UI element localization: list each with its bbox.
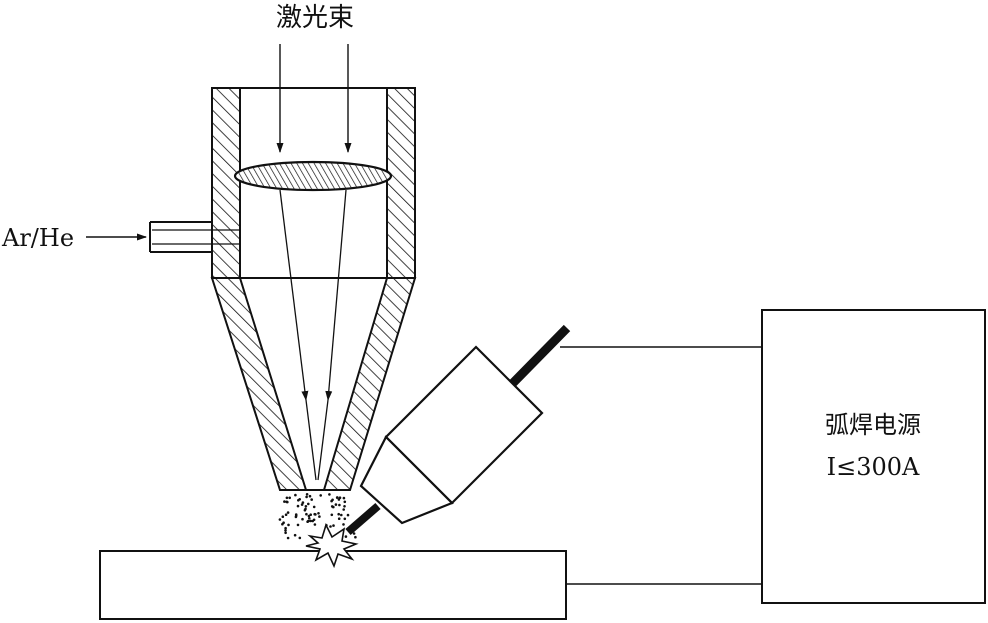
gas-dot xyxy=(344,535,348,538)
gas-dot xyxy=(284,531,287,535)
gas-dot xyxy=(306,520,309,523)
gas-dot xyxy=(309,513,313,516)
laser-nozzle-housing xyxy=(210,87,417,491)
laser-beam-arrows xyxy=(276,44,352,153)
weld-arc-spark xyxy=(305,522,359,569)
gas-dot xyxy=(287,523,290,527)
gas-dot xyxy=(286,511,290,514)
gas-dot xyxy=(342,508,346,511)
gas-dot xyxy=(281,515,285,518)
gas-dot xyxy=(329,525,332,528)
focused-laser-rays xyxy=(279,189,347,481)
gas-dot xyxy=(307,502,310,506)
gas-dot xyxy=(312,505,316,509)
arc-welding-power-supply: 弧焊电源 I≤300A xyxy=(761,309,986,604)
gas-dot xyxy=(334,503,338,506)
shielding-gas-cloud xyxy=(278,493,357,540)
gas-dot xyxy=(285,500,288,504)
gas-dot xyxy=(304,507,307,511)
gas-dot xyxy=(300,503,304,506)
gas-dot xyxy=(304,505,308,508)
gas-dot xyxy=(332,524,335,527)
gas-dot xyxy=(319,494,323,497)
gas-dot xyxy=(310,498,314,501)
power-cables xyxy=(560,346,762,585)
gas-dot xyxy=(286,536,290,540)
gas-dot xyxy=(296,523,300,527)
shielding-gas-label: Ar/He xyxy=(1,224,74,252)
gas-dot xyxy=(338,503,341,507)
gas-dot xyxy=(317,512,320,515)
gas-dot xyxy=(342,496,346,500)
gas-dot xyxy=(288,496,292,500)
power-supply-rating: I≤300A xyxy=(827,453,920,481)
gas-dot xyxy=(298,536,302,540)
gas-dot xyxy=(305,493,309,496)
gas-dot xyxy=(301,517,304,521)
gas-dot xyxy=(294,493,297,497)
gas-dot xyxy=(294,514,298,517)
gas-dot xyxy=(352,532,356,535)
gas-dot xyxy=(336,496,339,499)
gas-dot xyxy=(337,517,341,520)
gas-dot xyxy=(282,521,285,524)
gas-dot xyxy=(284,529,287,532)
gas-dot xyxy=(318,515,321,518)
gas-dot xyxy=(284,513,288,516)
gas-dot xyxy=(343,517,347,521)
gas-dot xyxy=(297,499,300,502)
gas-dot xyxy=(301,501,305,504)
gas-dot xyxy=(293,533,297,537)
gas-dot xyxy=(313,523,317,526)
gas-dot xyxy=(283,500,286,503)
gas-dot xyxy=(337,512,341,516)
focusing-lens xyxy=(233,160,393,192)
gas-dot xyxy=(285,496,289,500)
gas-dot xyxy=(331,498,334,502)
gas-dot xyxy=(308,494,312,498)
laser-beam-label: 激光束 xyxy=(276,3,354,33)
gas-dot xyxy=(313,512,317,516)
gas-dot xyxy=(346,513,350,517)
gas-dot xyxy=(354,535,357,539)
gas-dot xyxy=(343,500,347,504)
gas-dot xyxy=(340,513,343,517)
gas-dot xyxy=(330,513,334,517)
gas-dot xyxy=(311,519,315,523)
gas-dot xyxy=(330,505,334,508)
gas-dot xyxy=(337,498,341,501)
gas-dot xyxy=(308,517,311,520)
gas-dot xyxy=(305,512,308,516)
gas-dot xyxy=(309,519,312,523)
gas-dot xyxy=(278,518,282,521)
arc-welding-torch xyxy=(345,324,571,536)
gas-dot xyxy=(296,504,300,508)
gas-dot xyxy=(328,493,331,496)
gas-dot xyxy=(305,495,308,499)
gas-dot xyxy=(307,514,311,518)
power-supply-name: 弧焊电源 xyxy=(825,411,921,439)
gas-dot xyxy=(342,523,345,526)
gas-dot xyxy=(343,505,346,508)
gas-dot xyxy=(284,526,287,530)
gas-inlet-tube xyxy=(149,221,240,253)
